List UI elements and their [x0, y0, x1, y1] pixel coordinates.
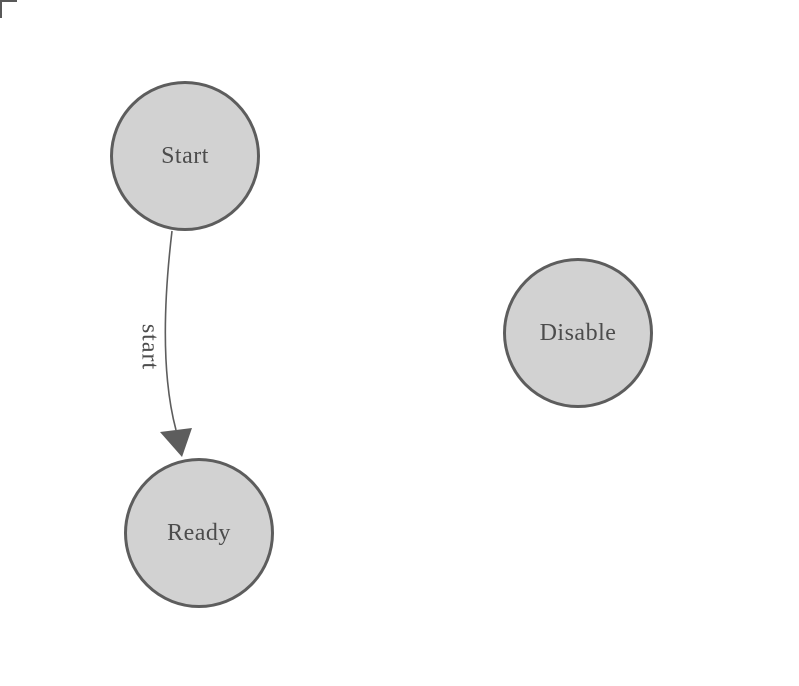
transition-edge-start-ready[interactable]	[164, 230, 177, 431]
node-label: Ready	[167, 519, 231, 546]
state-node-ready[interactable]: Ready	[124, 458, 274, 608]
arrowhead-icon	[160, 428, 192, 457]
state-node-disable[interactable]: Disable	[503, 258, 653, 408]
node-label: Start	[161, 142, 209, 169]
canvas-origin-marker	[0, 0, 17, 18]
node-label: Disable	[539, 319, 617, 346]
state-node-start[interactable]: Start	[110, 81, 260, 231]
edge-label-start[interactable]: start	[136, 323, 163, 371]
